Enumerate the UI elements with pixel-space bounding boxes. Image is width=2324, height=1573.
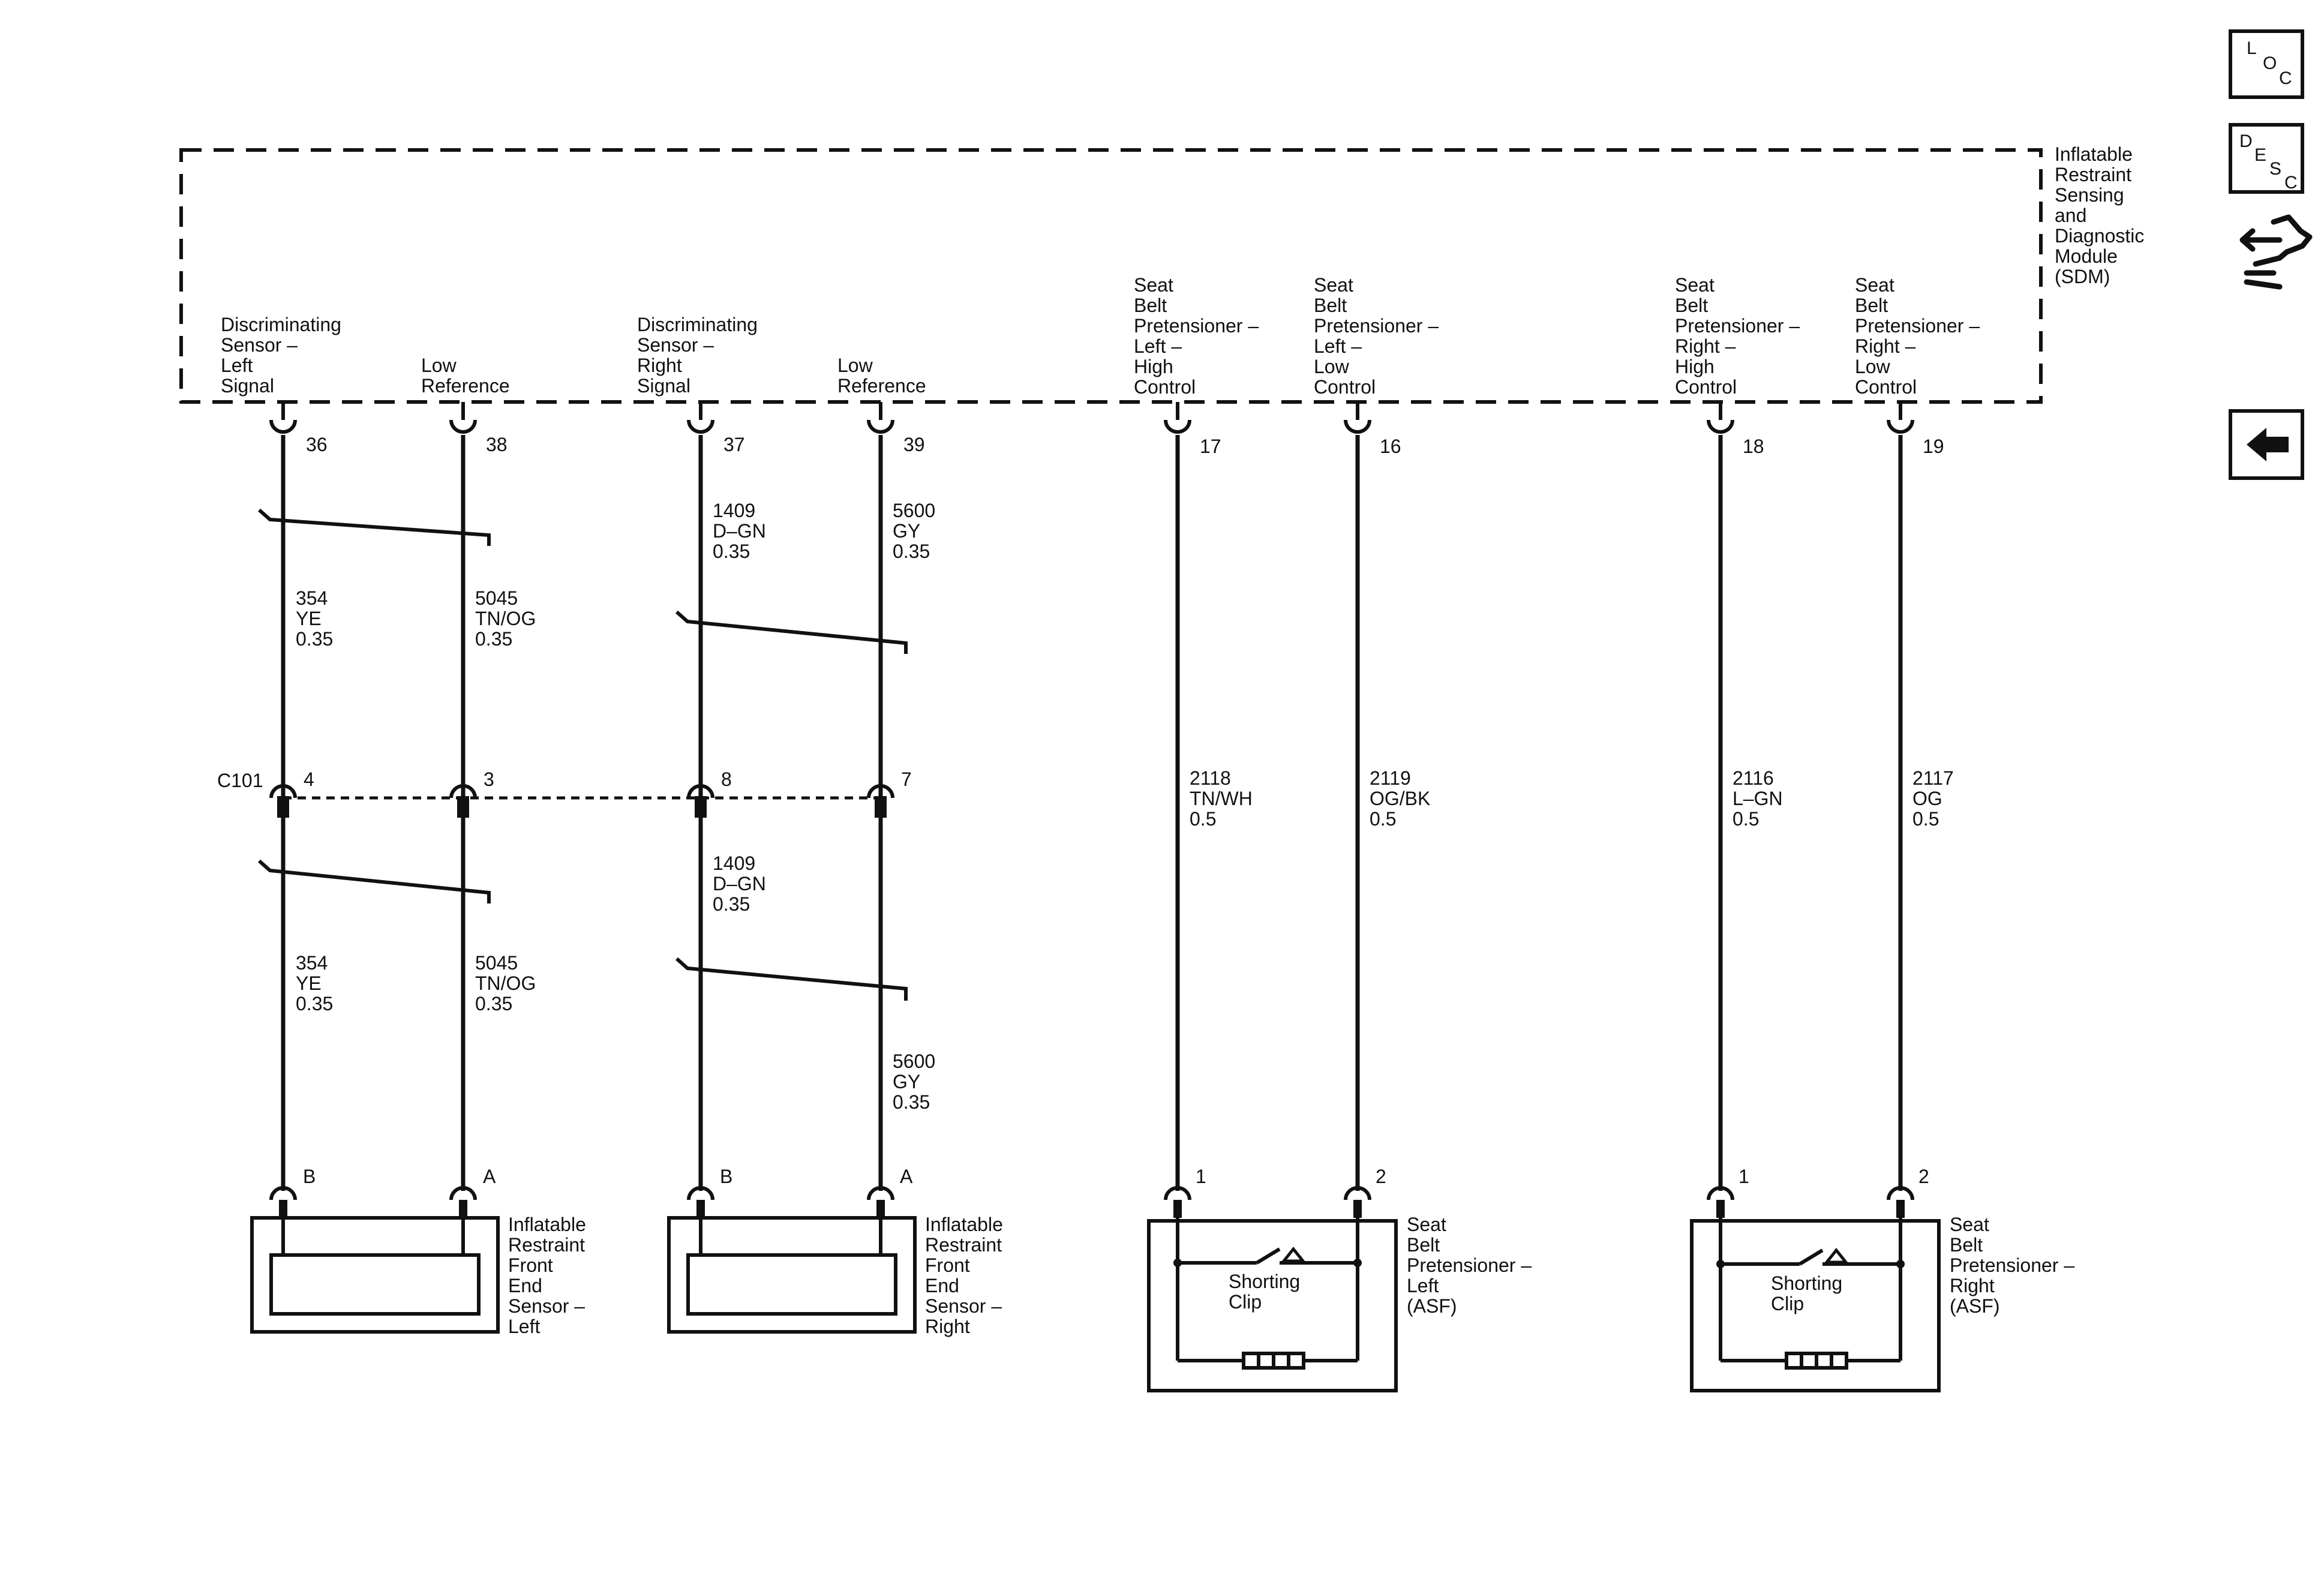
pretensioner-left [1147,1218,1398,1392]
pretensioner-right-pin-1: 1 [1739,1166,1749,1187]
c101-pin-3: 3 [484,769,494,790]
circuit-label-1409-upper: 1409 D–GN 0.35 [713,500,771,562]
svg-text:D: D [2239,131,2253,151]
front-sensor-right-pin-b: B [720,1166,732,1187]
circuit-label-5045-upper: 5045 TN/OG 0.35 [475,587,541,650]
sdm-terminal-cups [269,402,1914,434]
c101-pin-7: 7 [901,769,912,790]
pin-18: 18 [1743,436,1764,457]
terminal-label-18: Seat Belt Pretensioner – Right – High Co… [1675,274,1805,398]
svg-text:C: C [2284,173,2298,193]
connector-end-view-icon[interactable] [2239,214,2313,290]
twisted-pair-markers [258,508,908,1001]
terminal-label-39: Low Reference [837,355,926,397]
pretensioner-right-label: Seat Belt Pretensioner – Right (ASF) [1950,1214,2080,1317]
c101-pin-8: 8 [721,769,732,790]
front-sensor-left-label: Inflatable Restraint Front End Sensor – … [508,1214,591,1337]
back-arrow-icon[interactable] [2229,409,2304,480]
pin-37: 37 [723,434,745,455]
terminal-label-38: Low Reference [421,355,510,397]
pretensioner-left-dots [1173,1259,1362,1267]
pin-17: 17 [1200,436,1221,457]
sdm-module-label: Inflatable Restraint Sensing and Diagnos… [2055,143,2149,287]
pretensioner-right-dots [1716,1260,1905,1268]
component-connector-cups [269,1186,1914,1200]
circuit-label-2118: 2118 TN/WH 0.5 [1190,767,1258,830]
pin-16: 16 [1380,436,1401,457]
wires [281,435,1903,1191]
svg-text:L: L [2247,38,2257,58]
pin-39: 39 [903,434,925,455]
front-sensor-left-pin-b: B [303,1166,316,1187]
pretensioner-left-label: Seat Belt Pretensioner – Left (ASF) [1407,1214,1537,1317]
pretensioner-right [1690,1218,1941,1392]
component-pin-stubs [279,1200,1905,1218]
pin-36: 36 [306,434,328,455]
front-sensor-right-pin-a: A [900,1166,913,1187]
svg-text:C: C [2279,68,2292,88]
terminal-label-17: Seat Belt Pretensioner – Left – High Con… [1134,274,1264,398]
pretensioner-right-pin-2: 2 [1918,1166,1929,1187]
circuit-label-2119: 2119 OG/BK 0.5 [1370,767,1436,830]
circuit-label-1409-lower: 1409 D–GN 0.35 [713,852,771,915]
svg-text:O: O [2263,53,2277,73]
circuit-label-2117: 2117 OG 0.5 [1912,767,1959,830]
pretensioner-right-clip-label: Shorting Clip [1771,1272,1848,1314]
sdm-module-box [179,148,2043,404]
circuit-label-5600-lower: 5600 GY 0.35 [893,1050,941,1113]
pretensioner-left-pin-2: 2 [1376,1166,1386,1187]
svg-text:S: S [2269,159,2281,179]
pin-38: 38 [486,434,508,455]
pretensioner-left-clip-label: Shorting Clip [1229,1271,1305,1313]
pretensioner-left-pin-1: 1 [1196,1166,1206,1187]
front-sensor-right [667,1216,917,1334]
circuit-label-354-upper: 354 YE 0.35 [296,587,333,650]
c101-connector-symbols [269,784,894,818]
terminal-label-36: Discriminating Sensor – Left Signal [221,314,347,397]
front-sensor-right-label: Inflatable Restraint Front End Sensor – … [925,1214,1008,1337]
c101-pin-4: 4 [304,769,314,790]
terminal-label-16: Seat Belt Pretensioner – Left – Low Cont… [1314,274,1444,398]
c101-name: C101 [217,770,263,791]
loc-icon[interactable]: L O C [2229,29,2304,99]
circuit-label-5045-lower: 5045 TN/OG 0.35 [475,952,541,1014]
pin-19: 19 [1923,436,1944,457]
front-sensor-left [250,1216,500,1334]
terminal-label-19: Seat Belt Pretensioner – Right – Low Con… [1855,274,1985,398]
circuit-label-5600-upper: 5600 GY 0.35 [893,500,941,562]
circuit-label-2116: 2116 L–GN 0.5 [1733,767,1788,830]
terminal-label-37: Discriminating Sensor – Right Signal [637,314,763,397]
desc-icon[interactable]: D E S C [2229,123,2304,194]
front-sensor-left-pin-a: A [483,1166,496,1187]
svg-text:E: E [2254,145,2266,165]
circuit-label-354-lower: 354 YE 0.35 [296,952,333,1014]
